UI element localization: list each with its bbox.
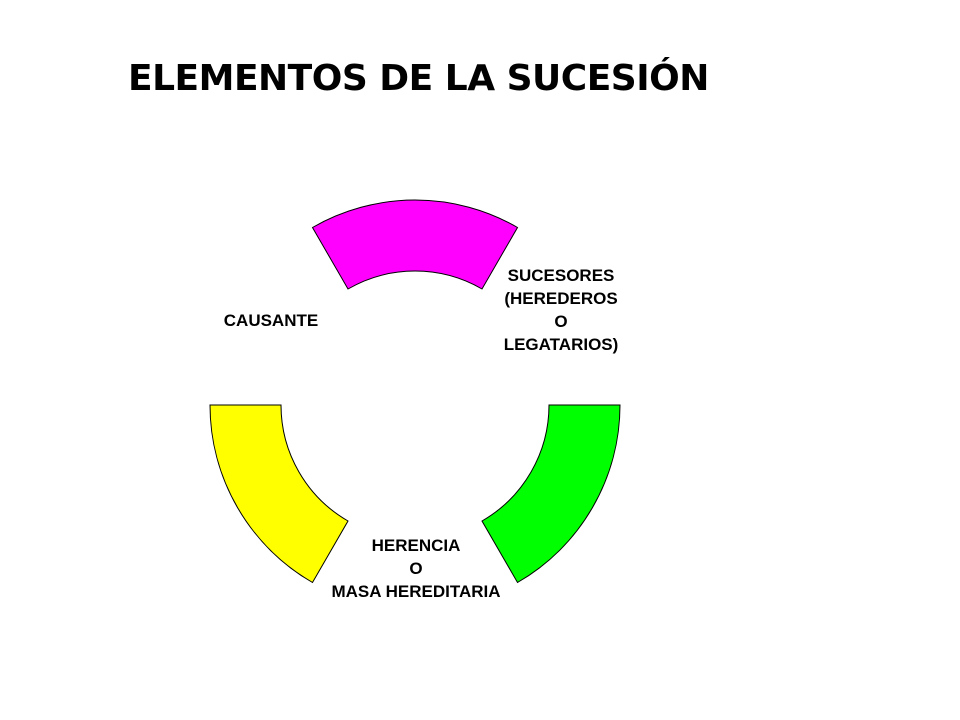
cycle-segment-herencia	[209, 404, 349, 584]
node-label-causante: CAUSANTE	[196, 309, 346, 332]
label-line: HERENCIA	[371, 536, 461, 555]
cycle-segment-causante	[311, 199, 519, 290]
label-line: CAUSANTE	[223, 311, 319, 330]
cycle-segment-sucesores	[481, 404, 621, 584]
label-line: (HEREDEROS	[504, 289, 618, 308]
label-line: O	[554, 312, 568, 331]
label-line: SUCESORES	[507, 266, 615, 285]
node-label-herencia: HERENCIA O MASA HEREDITARIA	[276, 534, 556, 603]
slide-title: ELEMENTOS DE LA SUCESIÓN	[128, 58, 709, 99]
label-line: O	[409, 559, 423, 578]
node-label-sucesores: SUCESORES (HEREDEROS O LEGATARIOS)	[456, 264, 666, 356]
label-line: MASA HEREDITARIA	[331, 582, 501, 601]
label-line: LEGATARIOS)	[503, 335, 619, 354]
